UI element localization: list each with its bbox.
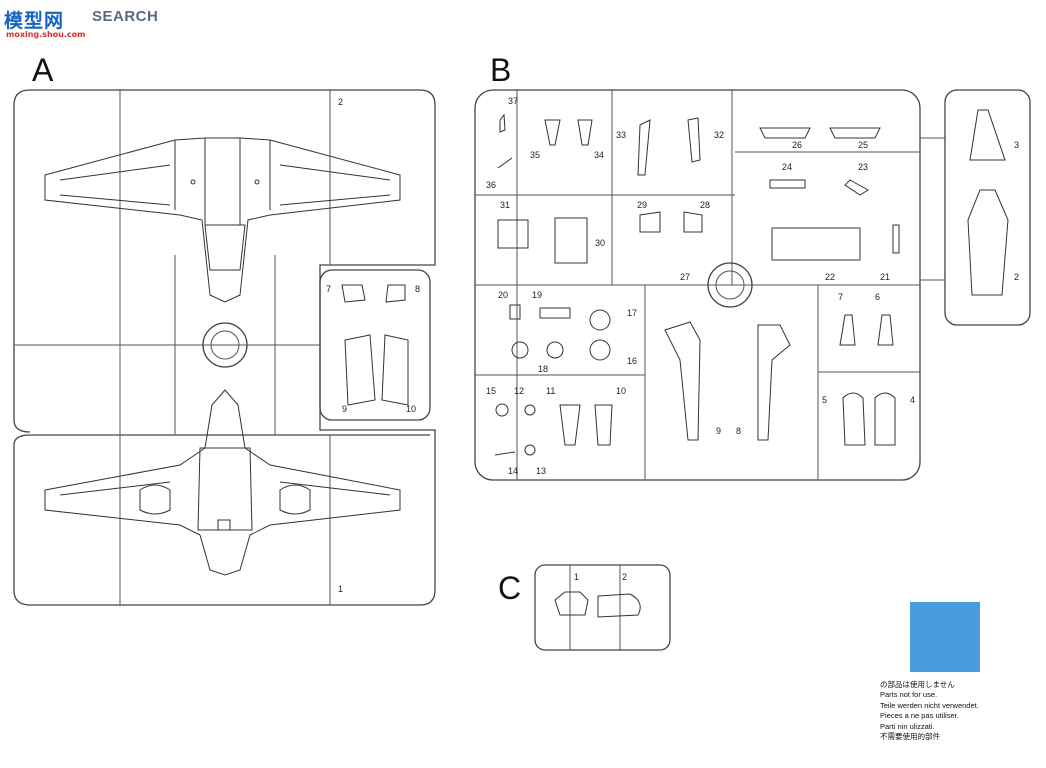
part-number-b-31: 31 (500, 200, 510, 210)
sprue-b-parts (494, 109, 1009, 456)
legend-line-german: Teile werden nicht verwendet. (880, 700, 979, 710)
part-number-b-8: 8 (736, 426, 741, 436)
legend-line-italian: Parti nin ulizzati. (880, 721, 935, 731)
part-number-b-33: 33 (616, 130, 626, 140)
part-number-a-2: 2 (338, 97, 343, 107)
part-number-b-9: 9 (716, 426, 721, 436)
part-number-b-36: 36 (486, 180, 496, 190)
unused-parts-legend: の部品は使用しません Parts not for use. Teile werd… (880, 680, 1040, 742)
part-number-b-5: 5 (822, 395, 827, 405)
part-number-b-23: 23 (858, 162, 868, 172)
part-number-b-24: 24 (782, 162, 792, 172)
part-number-b-19: 19 (532, 290, 542, 300)
part-number-b-25: 25 (858, 140, 868, 150)
part-number-a-10: 10 (406, 404, 416, 414)
sprue-a-label: A (32, 52, 54, 88)
part-number-b-2: 2 (1014, 272, 1019, 282)
sprue-a-subframe (319, 269, 431, 421)
part-number-b-14: 14 (508, 466, 518, 476)
site-logo[interactable]: 模型网 SEARCH moxing.shou.com (4, 4, 164, 39)
part-number-b-3: 3 (1014, 140, 1019, 150)
part-number-b-4: 4 (910, 395, 915, 405)
legend-line-japanese: の部品は使用しません (880, 680, 955, 689)
part-number-b-29: 29 (637, 200, 647, 210)
part-number-b-13: 13 (536, 466, 546, 476)
part-number-a-1: 1 (338, 584, 343, 594)
part-number-b-34: 34 (594, 150, 604, 160)
part-number-b-7: 7 (838, 292, 843, 302)
part-number-b-30: 30 (595, 238, 605, 248)
part-number-b-17: 17 (627, 308, 637, 318)
part-number-b-12: 12 (514, 386, 524, 396)
part-number-b-16: 16 (627, 356, 637, 366)
part-number-b-6: 6 (875, 292, 880, 302)
unused-parts-color-swatch (910, 602, 980, 672)
part-number-b-22: 22 (825, 272, 835, 282)
sprue-c-frame (534, 564, 671, 651)
part-number-c-1: 1 (574, 572, 579, 582)
logo-chinese-text: 模型网 (4, 10, 65, 32)
part-number-a-7: 7 (326, 284, 331, 294)
part-number-a-9: 9 (342, 404, 347, 414)
part-number-b-35: 35 (530, 150, 540, 160)
part-number-a-8: 8 (415, 284, 420, 294)
sprue-a-frame (13, 89, 436, 606)
part-number-b-27: 27 (680, 272, 690, 282)
part-a1-wing-lower (44, 389, 401, 576)
part-a2-wing-upper (44, 137, 401, 303)
part-number-b-11: 11 (546, 386, 555, 396)
part-number-b-26: 26 (792, 140, 802, 150)
part-number-b-21: 21 (880, 272, 890, 282)
legend-line-chinese: 不需要使用的部件 (880, 732, 940, 742)
sprue-b-frame (474, 89, 1031, 481)
part-number-b-20: 20 (498, 290, 508, 300)
legend-line-french: Pieces a ne pas utiliser. (880, 711, 959, 721)
part-number-b-10: 10 (616, 386, 626, 396)
logo-url-text: moxing.shou.com (6, 30, 86, 39)
sprue-c-label: C (498, 570, 522, 606)
sprue-b-label: B (490, 52, 512, 88)
sprue-b-part-numbers: 37 36 35 34 33 32 26 25 24 23 3 2 31 30 … (486, 96, 1019, 476)
logo-search-text: SEARCH (92, 8, 159, 25)
part-number-b-32: 32 (714, 130, 724, 140)
legend-line-english: Parts not for use. (880, 690, 938, 700)
part-number-b-28: 28 (700, 200, 710, 210)
part-number-b-15: 15 (486, 386, 496, 396)
part-number-b-18: 18 (538, 364, 548, 374)
part-number-b-37: 37 (508, 96, 518, 106)
part-number-c-2: 2 (622, 572, 627, 582)
